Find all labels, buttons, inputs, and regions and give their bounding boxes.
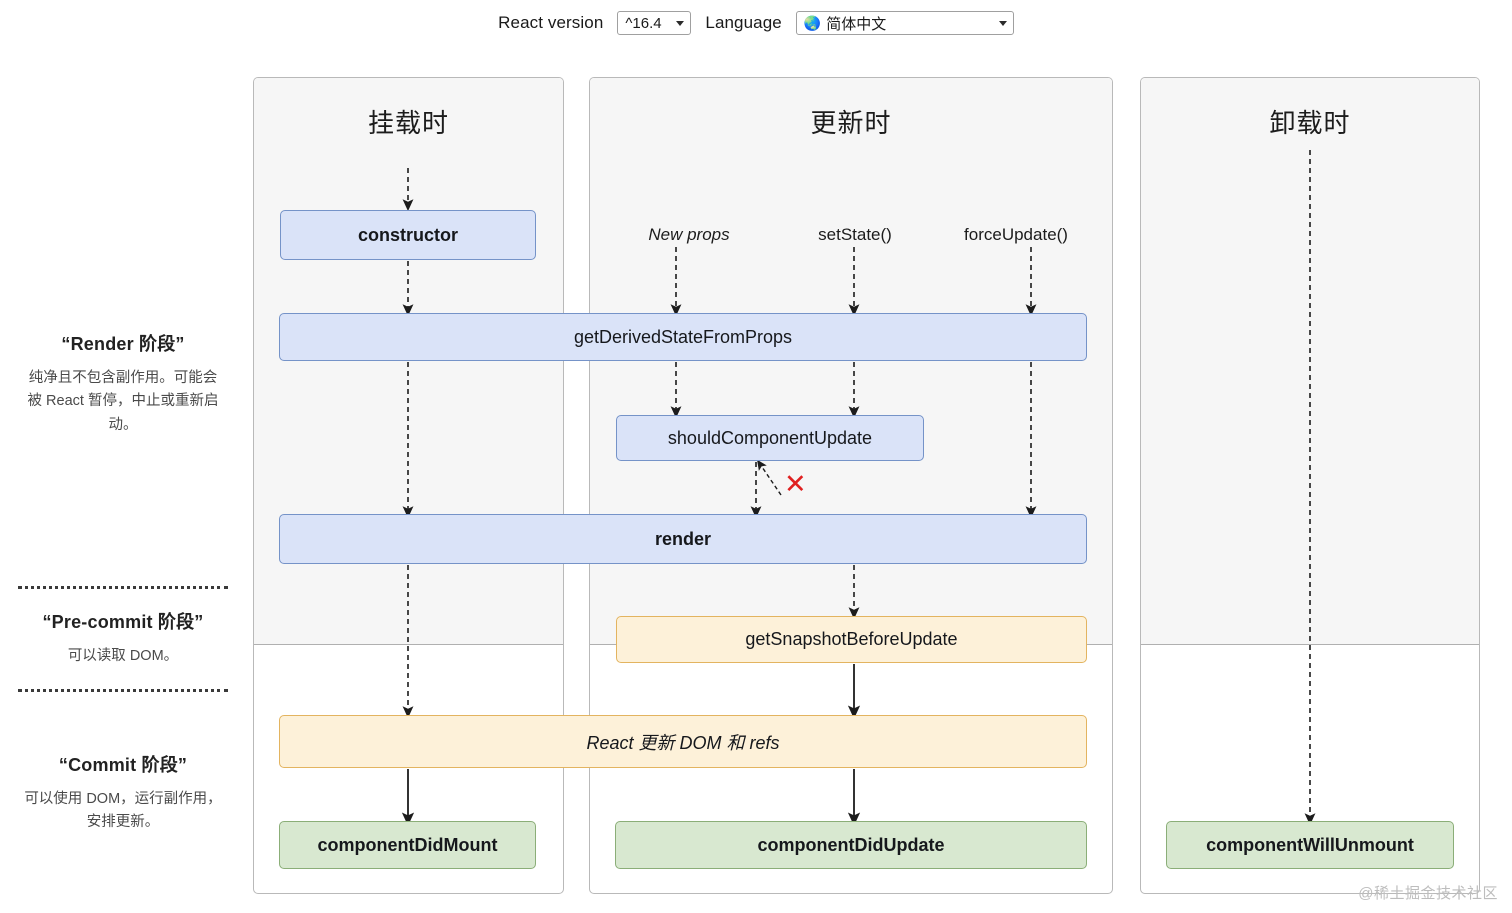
panel-title: 更新时	[810, 108, 892, 138]
legend-description: 可以读取 DOM。	[67, 648, 179, 664]
node-react-updates-dom-and-refs[interactable]: React 更新 DOM 和 refs	[279, 715, 1087, 768]
node-should-component-update[interactable]: shouldComponentUpdate	[616, 415, 924, 461]
legend-title: “Pre-commit 阶段”	[42, 612, 204, 632]
language-value: 简体中文	[826, 15, 887, 33]
chevron-down-icon	[998, 20, 1007, 26]
globe-icon: 🌏	[803, 15, 822, 31]
language-label: Language	[705, 13, 782, 32]
react-version-value: ^16.4	[625, 14, 662, 32]
panel-unmounting: 卸载时	[1140, 77, 1480, 894]
legend-render-phase: “Render 阶段” 纯净且不包含副作用。可能会被 React 暂停，中止或重…	[0, 330, 246, 437]
trigger-set-state: setState()	[818, 225, 892, 244]
watermark: @稀土掘金技术社区	[1358, 885, 1498, 902]
panel-updating: 更新时	[589, 77, 1113, 894]
controls-bar: React version ^16.4 Language 🌏 简体中文	[0, 0, 1512, 46]
node-component-did-mount[interactable]: componentDidMount	[279, 821, 536, 869]
react-version-select[interactable]: ^16.4	[617, 11, 692, 35]
chevron-down-icon	[676, 20, 685, 26]
trigger-new-props: New props	[648, 225, 730, 244]
node-component-will-unmount[interactable]: componentWillUnmount	[1166, 821, 1454, 869]
react-version-label: React version	[498, 13, 604, 32]
node-constructor[interactable]: constructor	[280, 210, 536, 260]
node-render[interactable]: render	[279, 514, 1087, 564]
legend-description: 纯净且不包含副作用。可能会被 React 暂停，中止或重新启动。	[27, 370, 219, 433]
panel-title: 卸载时	[1269, 108, 1351, 138]
legend-title: “Commit 阶段”	[58, 755, 188, 775]
legend-divider-top	[18, 586, 228, 589]
legend-title: “Render 阶段”	[61, 334, 185, 354]
legend-divider-bottom	[18, 689, 228, 692]
legend-description: 可以使用 DOM，运行副作用，安排更新。	[24, 791, 222, 831]
language-select[interactable]: 🌏 简体中文	[795, 11, 1014, 35]
panel-render-phase-background	[1141, 78, 1479, 645]
node-get-derived-state-from-props[interactable]: getDerivedStateFromProps	[279, 313, 1087, 361]
trigger-force-update: forceUpdate()	[964, 225, 1068, 244]
panel-mounting: 挂载时	[253, 77, 564, 894]
node-get-snapshot-before-update[interactable]: getSnapshotBeforeUpdate	[616, 616, 1087, 663]
node-component-did-update[interactable]: componentDidUpdate	[615, 821, 1087, 869]
panel-title: 挂载时	[367, 108, 449, 138]
phase-legend: “Render 阶段” 纯净且不包含副作用。可能会被 React 暂停，中止或重…	[0, 0, 246, 913]
legend-commit-phase: “Commit 阶段” 可以使用 DOM，运行副作用，安排更新。	[0, 751, 246, 835]
skip-update-x-icon: ✕	[784, 469, 807, 499]
legend-precommit-phase: “Pre-commit 阶段” 可以读取 DOM。	[0, 608, 246, 668]
